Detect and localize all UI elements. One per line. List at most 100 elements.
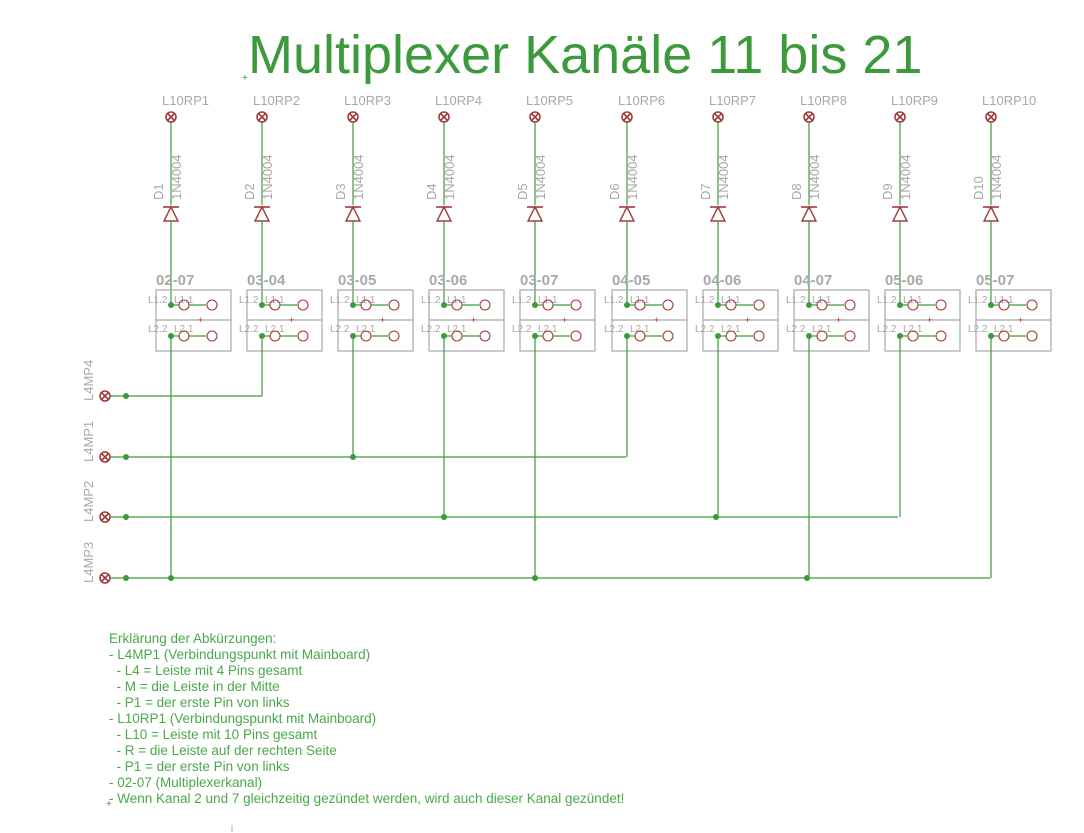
origin-marker: + bbox=[106, 799, 112, 810]
diode-body bbox=[435, 205, 453, 222]
top-connector bbox=[256, 111, 268, 123]
origin-marker: + bbox=[745, 315, 750, 325]
top-connector-label: L10RP8 bbox=[800, 93, 847, 108]
diode-name: D4 bbox=[424, 183, 439, 200]
diode-body bbox=[344, 205, 362, 222]
relay-module bbox=[428, 289, 505, 352]
diode-type: 1N4004 bbox=[716, 154, 731, 200]
left-connector-label: L4MP4 bbox=[81, 360, 96, 401]
junction-dot bbox=[123, 393, 129, 399]
diagram-title: Multiplexer Kanäle 11 bis 21 bbox=[248, 25, 923, 85]
diode-body bbox=[709, 205, 727, 222]
pin-label: L2.2 bbox=[786, 324, 806, 335]
pin-contact bbox=[844, 299, 856, 311]
diode-body bbox=[526, 205, 544, 222]
legend-line: - Wenn Kanal 2 und 7 gleichzeitig gezünd… bbox=[109, 791, 625, 806]
legend-line: - L4MP1 (Verbindungspunkt mit Mainboard) bbox=[109, 647, 371, 662]
left-connector-label: L4MP2 bbox=[81, 481, 96, 522]
pin-contact bbox=[935, 299, 947, 311]
pin-label: L2.1 bbox=[903, 324, 923, 335]
pin-contact bbox=[662, 330, 674, 342]
top-connector bbox=[985, 111, 997, 123]
pin-contact bbox=[935, 330, 947, 342]
pin-contact bbox=[297, 330, 309, 342]
diode-name: D5 bbox=[515, 183, 530, 200]
pin-contact bbox=[570, 330, 582, 342]
junction-dot bbox=[168, 575, 174, 581]
diode-name: D6 bbox=[607, 183, 622, 200]
top-connector bbox=[894, 111, 906, 123]
junction-dot bbox=[532, 575, 538, 581]
pin-label: L2.2 bbox=[512, 324, 532, 335]
junction-dot bbox=[123, 575, 129, 581]
relay-label: 02-07 bbox=[156, 272, 194, 289]
top-connector bbox=[803, 111, 815, 123]
pin-label: L2.2 bbox=[239, 324, 259, 335]
pin-label: L2.2 bbox=[421, 324, 441, 335]
left-connector-label: L4MP1 bbox=[81, 421, 96, 462]
pin-contact bbox=[206, 299, 218, 311]
top-connector-label: L10RP1 bbox=[162, 93, 209, 108]
pin-contact bbox=[479, 330, 491, 342]
top-connector-label: L10RP6 bbox=[618, 93, 665, 108]
pin-contact bbox=[1026, 299, 1038, 311]
junction-dot bbox=[804, 575, 810, 581]
diode-name: D2 bbox=[242, 183, 257, 200]
relay-module bbox=[246, 289, 323, 352]
pin-contact bbox=[297, 299, 309, 311]
diode-name: D3 bbox=[333, 183, 348, 200]
pin-label: L1.2 bbox=[968, 295, 988, 306]
origin-marker: + bbox=[1018, 315, 1023, 325]
pin-label: L1.2 bbox=[148, 295, 168, 306]
pin-label: L2.2 bbox=[148, 324, 168, 335]
relay-label: 03-06 bbox=[429, 272, 467, 289]
legend-line: - L4 = Leiste mit 4 Pins gesamt bbox=[109, 663, 303, 678]
pin-contact bbox=[570, 299, 582, 311]
relay-module bbox=[975, 289, 1052, 352]
pin-label: L2.2 bbox=[877, 324, 897, 335]
legend-line: - 02-07 (Multiplexerkanal) bbox=[109, 775, 263, 790]
top-connector bbox=[438, 111, 450, 123]
pin-label: L2.1 bbox=[356, 324, 376, 335]
diode-type: 1N4004 bbox=[625, 154, 640, 200]
relay-label: 05-07 bbox=[976, 272, 1014, 289]
pin-contact bbox=[844, 330, 856, 342]
origin-marker: + bbox=[654, 315, 659, 325]
top-connector bbox=[165, 111, 177, 123]
diode-name: D10 bbox=[971, 176, 986, 200]
pin-label: L1.2 bbox=[604, 295, 624, 306]
legend-line: - P1 = der erste Pin von links bbox=[109, 695, 290, 710]
diode-type: 1N4004 bbox=[169, 154, 184, 200]
legend-line: - R = die Leiste auf der rechten Seite bbox=[109, 743, 337, 758]
pin-label: L2.1 bbox=[174, 324, 194, 335]
diode-name: D9 bbox=[880, 183, 895, 200]
left-connector bbox=[99, 451, 111, 463]
pin-contact bbox=[753, 330, 765, 342]
origin-marker: + bbox=[242, 73, 248, 84]
pin-label: L2.1 bbox=[994, 324, 1014, 335]
legend-line: - P1 = der erste Pin von links bbox=[109, 759, 290, 774]
relay-module bbox=[155, 289, 232, 352]
relay-module bbox=[611, 289, 688, 352]
pin-label: L2.1 bbox=[447, 324, 467, 335]
pin-contact bbox=[662, 299, 674, 311]
top-connector bbox=[529, 111, 541, 123]
junction-dot bbox=[713, 514, 719, 520]
relay-label: 04-07 bbox=[794, 272, 832, 289]
top-connector-label: L10RP9 bbox=[891, 93, 938, 108]
relay-module bbox=[702, 289, 779, 352]
diode-body bbox=[982, 205, 1000, 222]
junction-dot bbox=[350, 454, 356, 460]
pin-label: L1.2 bbox=[786, 295, 806, 306]
relay-module bbox=[793, 289, 870, 352]
diode-body bbox=[891, 205, 909, 222]
pin-label: L2.1 bbox=[630, 324, 650, 335]
relay-label: 03-07 bbox=[520, 272, 558, 289]
relay-label: 04-05 bbox=[612, 272, 650, 289]
relay-module bbox=[519, 289, 596, 352]
top-connector-label: L10RP3 bbox=[344, 93, 391, 108]
origin-marker: + bbox=[562, 315, 567, 325]
legend-line: - L10RP1 (Verbindungspunkt mit Mainboard… bbox=[109, 711, 377, 726]
diode-type: 1N4004 bbox=[533, 154, 548, 200]
